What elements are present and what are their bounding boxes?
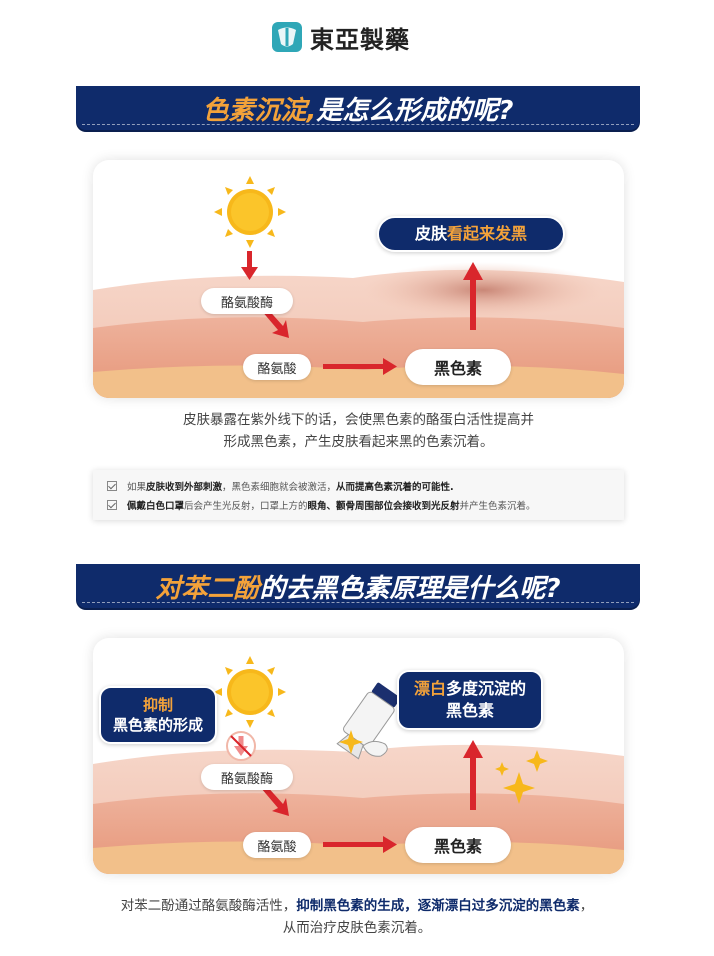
arrow-icon (323, 358, 397, 375)
section2-description: 对苯二酚通过酪氨酸酶活性，抑制黑色素的生成，逐渐漂白过多沉淀的黑色素， 从而治疗… (120, 898, 594, 936)
tyrosine-label: 酪氨酸 (243, 832, 311, 858)
check-icon (107, 480, 117, 491)
note-item: 佩戴白色口罩后会产生光反射，口罩上方的眼角、颧骨周围部位会接收到光反射并产生色素… (107, 495, 610, 514)
tyrosinase-label: 酪氨酸酶 (201, 288, 293, 314)
logo-icon (272, 22, 302, 52)
brand-name: 東亞製藥 (310, 25, 410, 54)
blocked-arrow-icon (226, 731, 256, 761)
arrow-icon (463, 262, 483, 330)
sparkle-icon (339, 730, 363, 754)
section2-title-rest: 的去黑色素原理是什么呢? (259, 573, 561, 604)
tyrosinase-label: 酪氨酸酶 (201, 764, 293, 790)
section1-title-banner: 色素沉淀, 是怎么形成的呢? (76, 86, 640, 130)
melanin-formation-illustration: 酪氨酸酶 酪氨酸 黑色素 皮肤看起来发黑 (93, 160, 624, 398)
section2-title-banner: 对苯二酚 的去黑色素原理是什么呢? (76, 564, 640, 608)
arrow-icon (323, 836, 397, 853)
melanin-label: 黑色素 (405, 827, 511, 863)
section1-description: 皮肤暴露在紫外线下的话，会使黑色素的酪蛋白活性提高并 形成黑色素，产生皮肤看起来… (183, 412, 534, 450)
sun-icon (214, 656, 286, 728)
tyrosine-label: 酪氨酸 (243, 354, 311, 380)
brand-logo: 東亞製藥 (272, 18, 447, 56)
arrow-icon (261, 784, 289, 816)
sparkle-icon (526, 750, 548, 772)
check-icon (107, 499, 117, 510)
bleach-melanin-tag: 漂白多度沉淀的 黑色素 (397, 670, 543, 730)
notes-box: 如果皮肤收到外部刺激，黑色素细胞就会被激活，从而提高色素沉着的可能性. 佩戴白色… (93, 470, 624, 520)
hydroquinone-mechanism-illustration: 酪氨酸酶 酪氨酸 黑色素 抑制 黑色素的形成 漂白多度沉淀的 黑色素 (93, 638, 624, 874)
section2-title-highlight: 对苯二酚 (155, 573, 260, 604)
arrow-icon (241, 251, 258, 280)
note-item: 如果皮肤收到外部刺激，黑色素细胞就会被激活，从而提高色素沉着的可能性. (107, 476, 610, 495)
arrow-icon (463, 740, 483, 810)
arrow-icon (261, 306, 289, 338)
inhibit-melanin-tag: 抑制 黑色素的形成 (99, 686, 217, 744)
sun-icon (214, 176, 286, 248)
sparkle-icon (495, 762, 509, 776)
melanin-label: 黑色素 (405, 349, 511, 385)
section1-title-highlight: 色素沉淀, (202, 95, 317, 126)
section1-title-rest: 是怎么形成的呢? (316, 95, 514, 126)
sparkle-icon (503, 772, 535, 804)
skin-darkens-tag: 皮肤看起来发黑 (377, 216, 565, 252)
